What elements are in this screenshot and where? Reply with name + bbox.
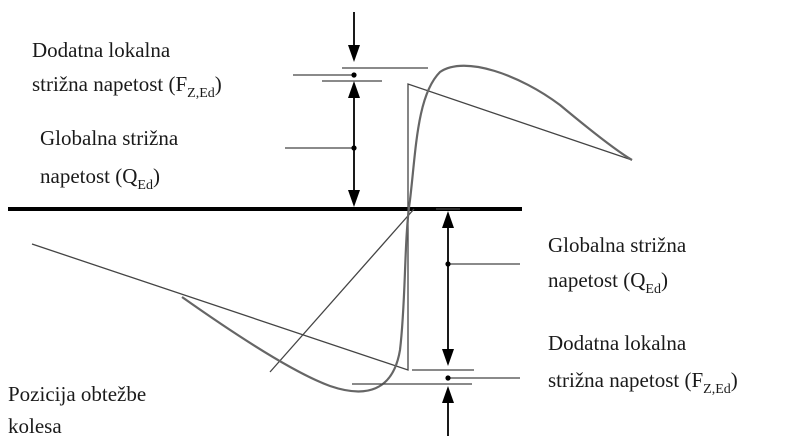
top-local-label-line2: strižna napetost (FZ,Ed) [32,72,222,101]
top-global-arrow-down [348,190,360,207]
local-shear-curve [181,64,633,393]
bottom-global-arrow-up [442,211,454,228]
bottom-local-leader-dot [445,375,451,381]
right-global-label-line2: napetost (QEd) [548,268,668,297]
global-shear-transition [269,208,415,373]
wheel-load-label-line1: Pozicija obtežbe [8,382,146,406]
top-global-leader-dot [351,145,357,151]
right-local-label-line2: strižna napetost (FZ,Ed) [548,368,738,397]
top-local-arrow-down [348,45,360,62]
right-local-label-line1: Dodatna lokalna [548,331,687,355]
wheel-load-label-line2: kolesa [8,414,62,438]
bottom-local-arrow-up [442,386,454,403]
top-global-arrow-up [348,81,360,98]
bottom-global-leader-dot [445,261,451,267]
bottom-global-arrow-down [442,349,454,366]
top-local-label-line1: Dodatna lokalna [32,38,171,62]
top-global-label-line2: napetost (QEd) [40,164,160,193]
top-local-leader-dot [351,72,357,78]
top-global-label-line1: Globalna strižna [40,126,179,150]
right-global-label-line1: Globalna strižna [548,233,687,257]
